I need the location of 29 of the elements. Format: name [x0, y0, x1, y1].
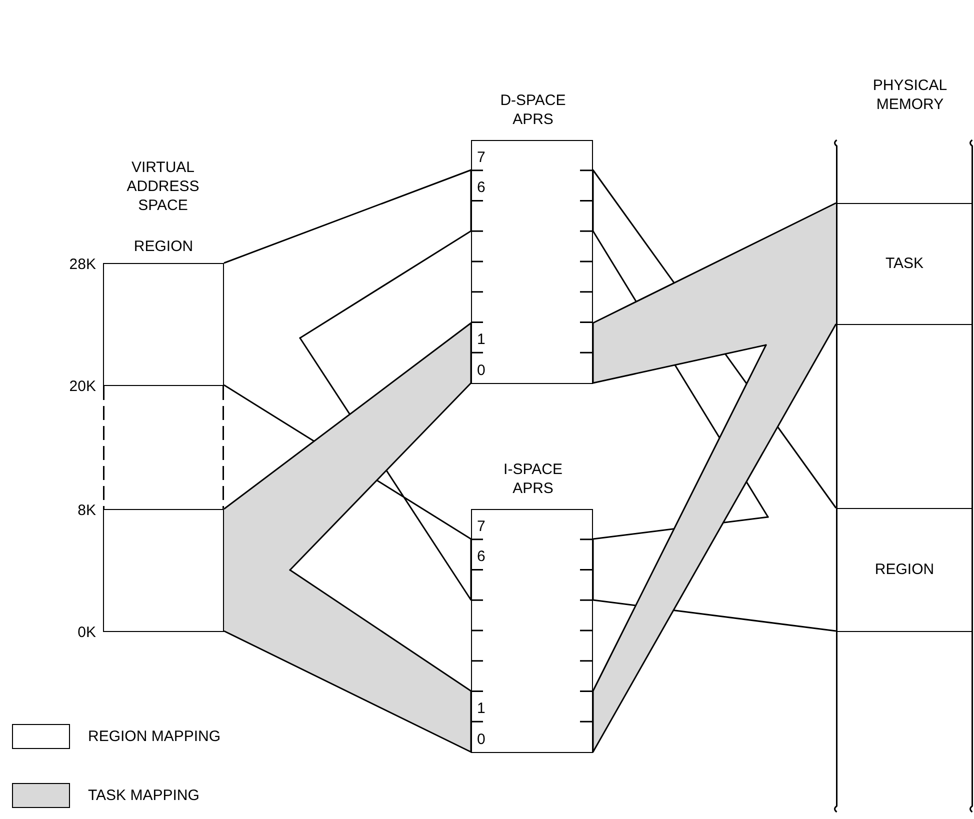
slot-number: 6	[477, 548, 486, 566]
axis-title: VIRTUAL ADDRESS SPACE	[126, 158, 200, 215]
slot-number: 0	[477, 730, 486, 749]
slot-number: 7	[477, 149, 486, 167]
slot-number: 6	[477, 179, 486, 198]
task-box	[103, 509, 224, 632]
band-outline	[592, 324, 837, 753]
box-heading: REGION	[874, 560, 936, 580]
box-heading: PHYSICAL MEMORY	[872, 76, 948, 114]
memory-block	[836, 508, 973, 632]
box-heading: I-SPACE APRS	[502, 460, 564, 498]
slot-number: 1	[477, 700, 486, 718]
box-heading: TASK	[884, 254, 925, 274]
slot-number: 1	[477, 331, 486, 350]
address-label: 8K	[76, 501, 96, 521]
legend-label: REGION MAPPING	[88, 727, 221, 747]
band-outline	[224, 569, 472, 753]
memory-block	[836, 203, 973, 325]
address-label: 28K	[68, 255, 96, 275]
band-outline	[224, 322, 472, 571]
box-heading: D-SPACE APRS	[499, 91, 567, 129]
address-label: 20K	[68, 377, 96, 397]
band-outline	[592, 202, 836, 384]
legend-label: TASK MAPPING	[88, 786, 200, 806]
mapping-line	[224, 169, 472, 339]
slot-number: 7	[477, 518, 486, 536]
slot-number: 0	[477, 362, 486, 380]
address-label: 0K	[76, 623, 96, 643]
box-heading: REGION	[132, 237, 194, 257]
